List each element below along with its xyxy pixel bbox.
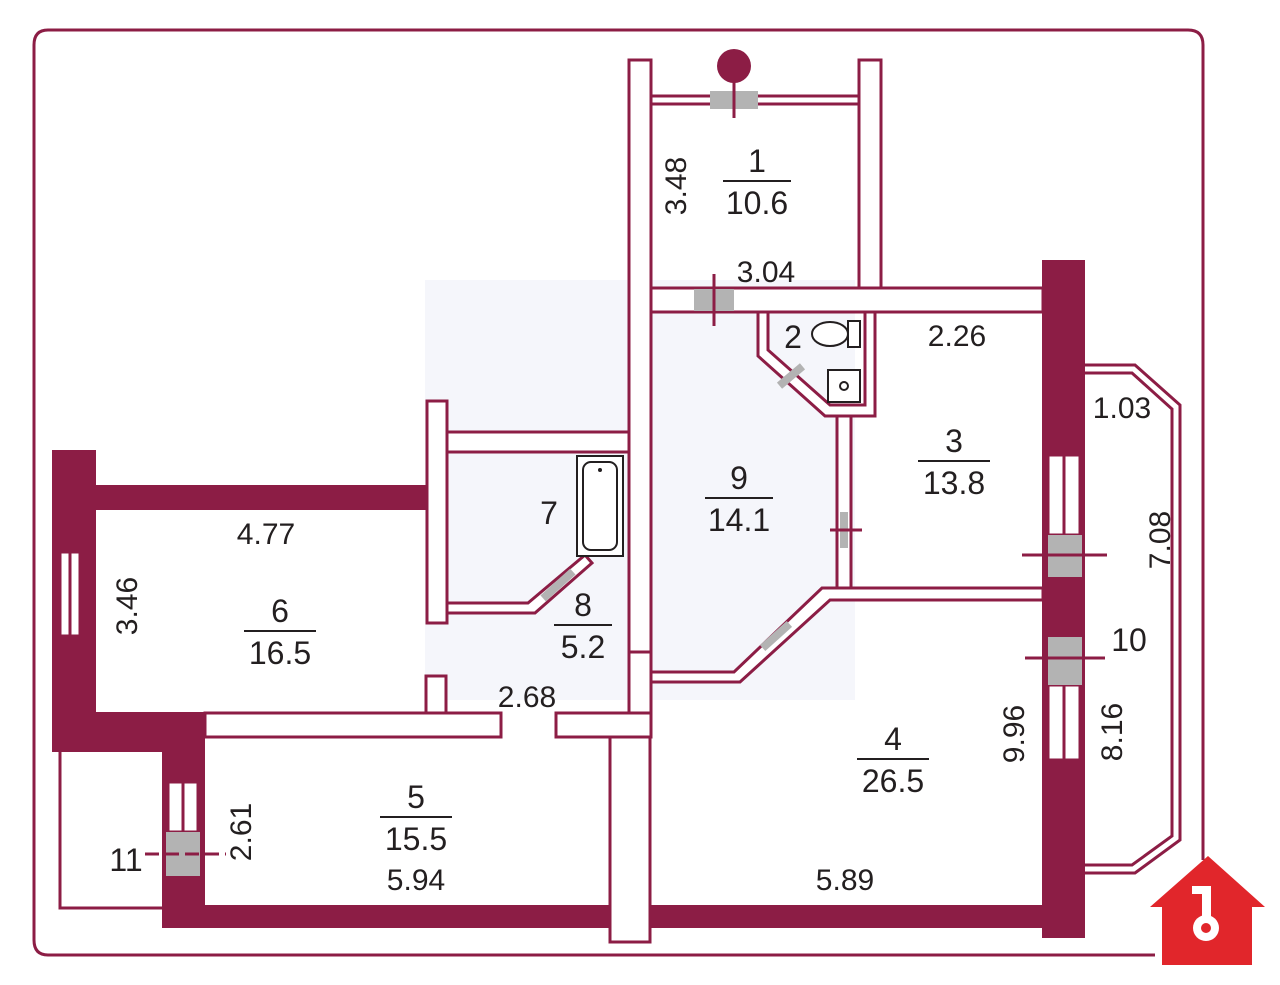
dim-2-61: 2.61 [225, 803, 258, 861]
balcony-right-inner [1085, 371, 1174, 867]
door-r7[interactable] [540, 568, 576, 602]
room-8-label: 8 5.2 [554, 587, 612, 665]
room-5-area: 15.5 [385, 821, 447, 857]
wall-stub [424, 674, 448, 715]
wall-r3-left [835, 414, 853, 590]
dim-3-48: 3.48 [660, 157, 693, 215]
dim-9-96: 9.96 [998, 705, 1031, 763]
room-6-number: 6 [271, 593, 289, 629]
door-bath[interactable] [776, 363, 806, 389]
dim-3-04: 3.04 [737, 256, 795, 289]
room-4-area: 26.5 [862, 763, 924, 799]
room-9-label: 9 14.1 [705, 460, 773, 538]
dim-3-46: 3.46 [111, 577, 144, 635]
wall-r5-right [608, 735, 652, 944]
dim-5-94: 5.94 [387, 864, 445, 897]
room-2-number: 2 [784, 319, 802, 355]
room-5-label: 5 15.5 [380, 779, 452, 857]
bathtub-icon [576, 455, 624, 557]
plan-frame [32, 28, 1205, 957]
door-balcony-4[interactable] [1048, 637, 1082, 685]
wall-r5-top-right [554, 711, 653, 739]
dim-7-08: 7.08 [1144, 511, 1177, 569]
dim-1-03: 1.03 [1093, 392, 1151, 425]
house-key-icon [1150, 856, 1265, 965]
room-9-area: 14.1 [708, 502, 770, 538]
wall-r1-left [627, 58, 653, 662]
wall-bath [756, 310, 877, 418]
dim-8-16: 8.16 [1096, 703, 1129, 761]
room-1-number: 1 [748, 143, 766, 179]
room-3-label: 3 13.8 [918, 423, 990, 501]
room-1-area: 10.6 [726, 185, 788, 221]
wall-r1-right [857, 58, 883, 290]
dim-4-77: 4.77 [237, 518, 295, 551]
room-3-area: 13.8 [923, 465, 985, 501]
room-4-number: 4 [884, 721, 902, 757]
balcony-left [58, 752, 162, 910]
wall-r7-left [425, 399, 449, 625]
room-7-number: 7 [540, 495, 558, 531]
door-r4[interactable] [759, 620, 793, 652]
wall-r4-left-stub [627, 650, 653, 715]
room-5-number: 5 [407, 779, 425, 815]
room-11-number: 11 [109, 842, 142, 878]
room-10-number: 10 [1111, 622, 1147, 658]
north-marker-icon [717, 49, 751, 83]
room-8-number: 8 [574, 587, 592, 623]
room-4-label: 4 26.5 [857, 721, 929, 799]
sink-icon [827, 369, 861, 403]
wall-r7-top [445, 430, 631, 454]
room-3-number: 3 [945, 423, 963, 459]
room-9-number: 9 [730, 460, 748, 496]
room-1-label: 1 10.6 [723, 143, 791, 221]
wall-r3-bottom [649, 586, 1045, 684]
room-8-area: 5.2 [561, 629, 605, 665]
balcony-right [1085, 363, 1182, 875]
toilet-icon [811, 320, 861, 348]
dim-5-89: 5.89 [816, 864, 874, 897]
room-6-area: 16.5 [249, 635, 311, 671]
dim-2-68: 2.68 [498, 681, 556, 714]
dim-2-26: 2.26 [928, 320, 986, 353]
wall-r5-top-left [203, 711, 503, 739]
room-6-label: 6 16.5 [244, 593, 316, 671]
